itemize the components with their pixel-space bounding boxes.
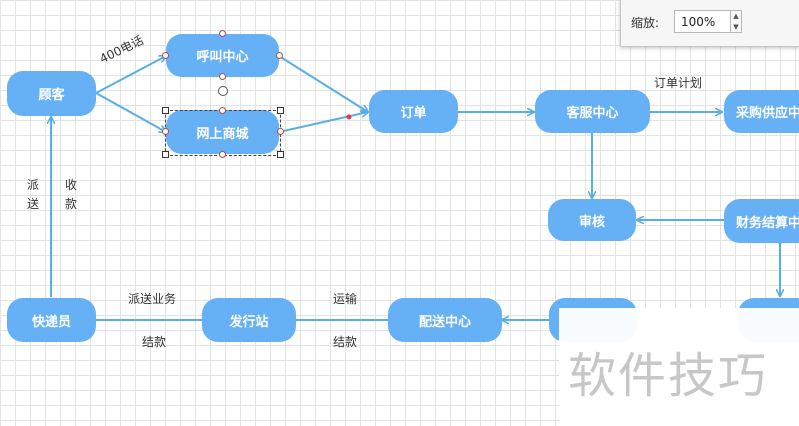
- connection-handle[interactable]: [219, 30, 226, 37]
- connection-handle[interactable]: [277, 128, 284, 135]
- node-courier[interactable]: 快递员: [7, 298, 96, 342]
- zoom-spinner[interactable]: ▲ ▼: [731, 10, 742, 33]
- label-order-plan: 订单计划: [654, 76, 703, 90]
- connection-handle[interactable]: [219, 73, 226, 80]
- label-collect-payment: 收款: [64, 178, 77, 211]
- zoom-label: 缩放:: [631, 16, 660, 30]
- connection-handle[interactable]: [162, 52, 169, 59]
- label-transport: 运输: [333, 292, 358, 306]
- watermark-text: 软件技巧: [568, 348, 769, 404]
- connection-handle[interactable]: [219, 107, 226, 114]
- spin-up-icon[interactable]: ▲: [733, 12, 739, 20]
- resize-handle[interactable]: [277, 107, 284, 114]
- spin-down-icon[interactable]: ▼: [733, 23, 739, 31]
- node-order[interactable]: 订单: [369, 90, 458, 133]
- node-delivery-center[interactable]: 配送中心: [388, 298, 502, 342]
- node-service-center[interactable]: 客服中心: [535, 90, 650, 133]
- zoom-panel: 缩放: ▲ ▼: [620, 0, 799, 47]
- label-delivery-business: 派送业务: [128, 292, 177, 306]
- label-deliver: 派送: [26, 178, 39, 211]
- watermark-panel: 软件技巧: [559, 308, 799, 426]
- resize-handle[interactable]: [277, 151, 284, 158]
- node-finance[interactable]: 财务结算中: [724, 199, 799, 243]
- edge-callcenter-order[interactable]: [278, 55, 368, 112]
- connection-point-dot: [346, 114, 352, 120]
- node-distribution-station[interactable]: 发行站: [202, 298, 296, 342]
- label-settlement-left: 结款: [142, 335, 167, 349]
- edge-mall-order[interactable]: [278, 112, 368, 133]
- selection-box: [165, 110, 281, 156]
- connection-handle[interactable]: [219, 151, 226, 158]
- zoom-input[interactable]: [674, 10, 731, 33]
- connection-handle[interactable]: [162, 128, 169, 135]
- edge-customer-callcenter[interactable]: [95, 56, 166, 94]
- node-customer[interactable]: 顾客: [7, 71, 96, 116]
- rotate-handle[interactable]: [218, 86, 228, 96]
- label-settlement-right: 结款: [333, 335, 358, 349]
- node-procurement[interactable]: 采购供应中: [724, 90, 799, 133]
- node-review[interactable]: 审核: [548, 199, 636, 241]
- edge-customer-mall[interactable]: [95, 92, 166, 132]
- node-online-mall[interactable]: 网上商城: [166, 110, 279, 154]
- node-call-center[interactable]: 呼叫中心: [166, 34, 279, 77]
- resize-handle[interactable]: [162, 107, 169, 114]
- connection-handle[interactable]: [276, 52, 283, 59]
- resize-handle[interactable]: [162, 151, 169, 158]
